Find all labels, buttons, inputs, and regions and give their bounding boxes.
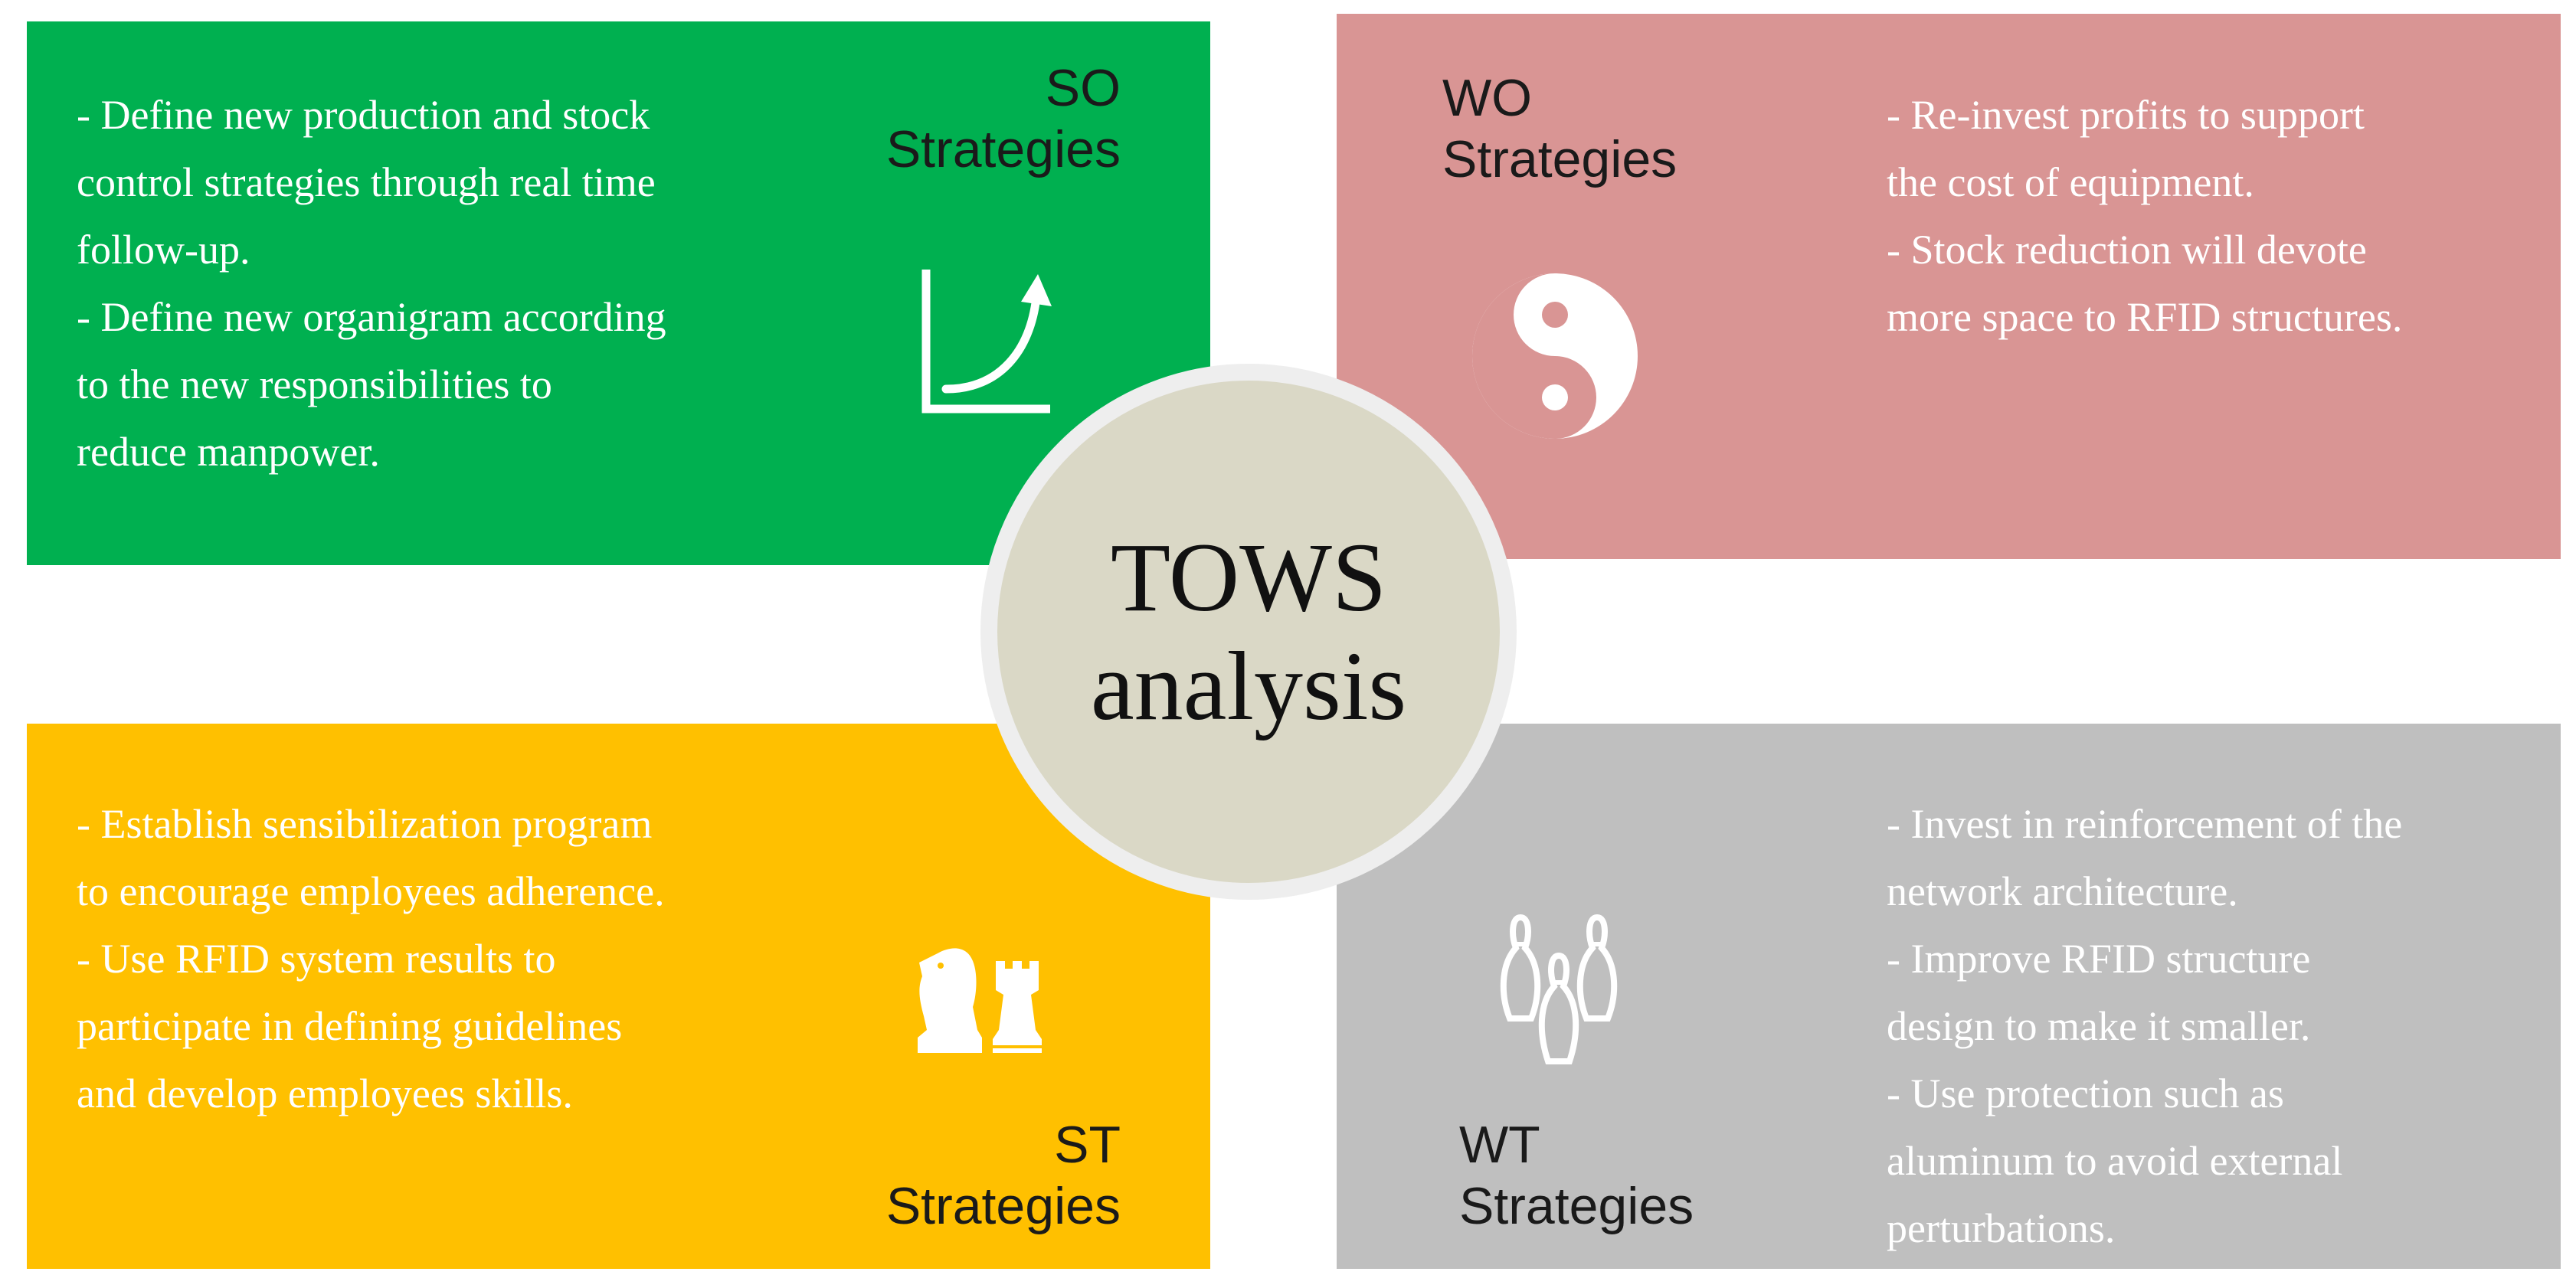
st-text-line: and develop employees skills. bbox=[77, 1071, 573, 1116]
wt-text-line: aluminum to avoid external bbox=[1887, 1138, 2343, 1184]
wo-text-line: the cost of equipment. bbox=[1887, 159, 2254, 205]
wo-text-line: - Re-invest profits to support bbox=[1887, 92, 2365, 138]
so-text-line: to the new responsibilities to bbox=[77, 361, 552, 407]
wt-text-line: network architecture. bbox=[1887, 868, 2238, 914]
wt-strategies-text: - Invest in reinforcement of the network… bbox=[1887, 790, 2402, 1262]
wo-title-line1: WO bbox=[1442, 69, 1533, 127]
wt-text-line: perturbations. bbox=[1887, 1205, 2116, 1251]
wt-text-line: design to make it smaller. bbox=[1887, 1003, 2311, 1049]
so-text-line: - Define new organigram according bbox=[77, 294, 666, 340]
st-text-line: participate in defining guidelines bbox=[77, 1003, 623, 1049]
center-title-line1: TOWS bbox=[1110, 523, 1387, 632]
so-text-line: reduce manpower. bbox=[77, 429, 380, 475]
so-strategies-text: - Define new production and stock contro… bbox=[77, 81, 666, 485]
so-text-line: follow-up. bbox=[77, 227, 250, 273]
so-title-line2: Strategies bbox=[885, 120, 1121, 178]
so-text-line: control strategies through real time bbox=[77, 159, 656, 205]
so-strategies-title: SO Strategies bbox=[886, 57, 1121, 180]
st-strategies-title: ST Strategies bbox=[886, 1114, 1121, 1237]
wt-text-line: - Use protection such as bbox=[1887, 1071, 2284, 1116]
tows-analysis-circle: TOWS analysis bbox=[980, 364, 1517, 900]
so-title-line1: SO bbox=[1045, 59, 1121, 117]
chess-pieces-icon bbox=[918, 948, 1042, 1053]
wt-strategies-panel bbox=[1337, 724, 2561, 1269]
wt-title-line1: WT bbox=[1459, 1116, 1540, 1174]
so-strategies-panel bbox=[27, 21, 1210, 565]
wt-title-line2: Strategies bbox=[1459, 1177, 1694, 1235]
wt-text-line: - Improve RFID structure bbox=[1887, 936, 2311, 982]
wt-text-line: - Invest in reinforcement of the bbox=[1887, 801, 2403, 847]
center-title-line2: analysis bbox=[1090, 632, 1407, 740]
wt-strategies-title: WT Strategies bbox=[1459, 1114, 1694, 1237]
st-strategies-text: - Establish sensibilization program to e… bbox=[77, 790, 665, 1127]
bowling-pins-icon bbox=[1500, 914, 1618, 1064]
wo-text-line: - Stock reduction will devote bbox=[1887, 227, 2367, 273]
yin-yang-icon bbox=[1472, 273, 1638, 439]
wo-title-line2: Strategies bbox=[1442, 130, 1678, 188]
growth-chart-icon bbox=[921, 270, 1052, 414]
wo-text-line: more space to RFID structures. bbox=[1887, 294, 2403, 340]
so-text-line: - Define new production and stock bbox=[77, 92, 650, 138]
st-title-line1: ST bbox=[1054, 1116, 1121, 1174]
wo-strategies-title: WO Strategies bbox=[1442, 67, 1677, 190]
st-text-line: - Establish sensibilization program bbox=[77, 801, 653, 847]
st-text-line: to encourage employees adherence. bbox=[77, 868, 665, 914]
st-title-line2: Strategies bbox=[885, 1177, 1121, 1235]
st-text-line: - Use RFID system results to bbox=[77, 936, 556, 982]
wo-strategies-text: - Re-invest profits to support the cost … bbox=[1887, 81, 2402, 351]
